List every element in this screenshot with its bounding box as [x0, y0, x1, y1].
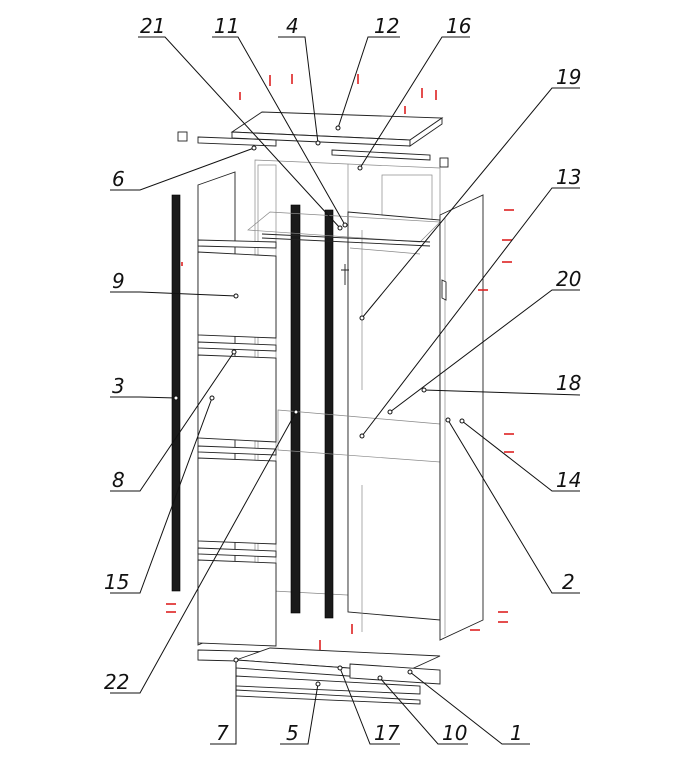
callout-4: 4: [286, 14, 299, 38]
leader-3: [110, 396, 177, 399]
leader-8: [110, 351, 235, 492]
dot-18: [421, 387, 427, 393]
right-door: [439, 194, 484, 641]
left-vertical-profile: [171, 194, 181, 592]
top-panel-side-edge: [409, 117, 443, 147]
leader-21: [138, 36, 341, 229]
dot-20: [387, 409, 393, 415]
dot-3: [173, 395, 179, 401]
leader-12: [337, 36, 400, 129]
connector-block-left: [177, 131, 188, 142]
callout-9: 9: [112, 269, 125, 293]
callout-14: 14: [556, 468, 581, 492]
left-door-panel-3: [197, 457, 277, 545]
dot-17: [337, 665, 343, 671]
callout-8: 8: [112, 468, 125, 492]
dot-12: [335, 125, 341, 131]
callout-7: 7: [216, 721, 229, 745]
callout-6: 6: [112, 167, 125, 191]
dot-21: [337, 225, 343, 231]
dot-14: [459, 418, 465, 424]
leader-7: [210, 660, 237, 745]
callout-10: 10: [442, 721, 467, 745]
dot-4: [315, 140, 321, 146]
callout-11: 11: [214, 14, 239, 38]
leader-22: [110, 411, 297, 694]
dot-9: [233, 293, 239, 299]
dot-10: [377, 675, 383, 681]
dot-5: [315, 681, 321, 687]
leader-20: [389, 289, 580, 413]
leader-lines: [110, 36, 581, 745]
plinth-side: [349, 663, 441, 685]
leader-4: [278, 36, 319, 144]
hanging-hook: [341, 264, 349, 285]
callout-19: 19: [556, 65, 581, 89]
top-rail: [331, 149, 431, 161]
dot-15: [209, 395, 215, 401]
right-door-handle: [441, 279, 447, 301]
dot-11: [342, 222, 348, 228]
callout-21: 21: [140, 14, 165, 38]
dot-19: [359, 315, 365, 321]
leader-5: [280, 683, 319, 745]
left-shelf-1: [197, 239, 277, 249]
callout-17: 17: [374, 721, 400, 745]
leader-18: [423, 389, 581, 396]
left-shelf-3: [197, 445, 277, 456]
left-door-panel-4: [197, 559, 277, 647]
leader-1: [409, 671, 530, 745]
hanging-rail: [261, 237, 431, 247]
leader-11: [212, 36, 346, 226]
leader-19: [361, 87, 580, 319]
dot-16: [357, 165, 363, 171]
dot-13: [359, 433, 365, 439]
centre-vertical-profile-a: [290, 204, 301, 614]
callout-3: 3: [112, 374, 125, 398]
hanging-rail-right: [349, 247, 421, 255]
leader-9: [110, 291, 237, 297]
leader-10: [379, 677, 468, 745]
dot-6: [251, 145, 257, 151]
callout-20: 20: [556, 267, 581, 291]
callout-13: 13: [556, 165, 581, 189]
leader-dots: [173, 125, 465, 687]
dot-8: [231, 349, 237, 355]
callout-5: 5: [286, 721, 299, 745]
leader-16: [359, 36, 470, 169]
callout-1: 1: [510, 721, 523, 745]
shelf-support-top: [197, 136, 277, 147]
leader-13: [361, 187, 580, 437]
leader-17: [339, 667, 400, 745]
dot-22: [293, 409, 299, 415]
dot-1: [407, 669, 413, 675]
left-shelf-4: [197, 547, 277, 558]
hanging-rail-upper: [261, 233, 431, 243]
leader-2: [447, 419, 580, 594]
hardware-fasteners: [166, 74, 514, 650]
left-shelf-2: [197, 341, 277, 352]
leader-14: [461, 420, 580, 492]
cabinet-parts: [171, 111, 484, 705]
leader-15: [110, 397, 213, 594]
dot-7: [233, 657, 239, 663]
callout-labels: 21 11 4 12 16 19 13 6 9 20 3 18 8 14 15 …: [104, 14, 581, 745]
dot-2: [445, 417, 451, 423]
connector-block-right: [439, 157, 449, 168]
leader-6: [110, 147, 255, 191]
callout-18: 18: [556, 371, 581, 395]
callout-16: 16: [446, 14, 471, 38]
callout-22: 22: [104, 670, 129, 694]
callout-15: 15: [104, 570, 129, 594]
callout-2: 2: [562, 570, 575, 594]
callout-12: 12: [374, 14, 399, 38]
